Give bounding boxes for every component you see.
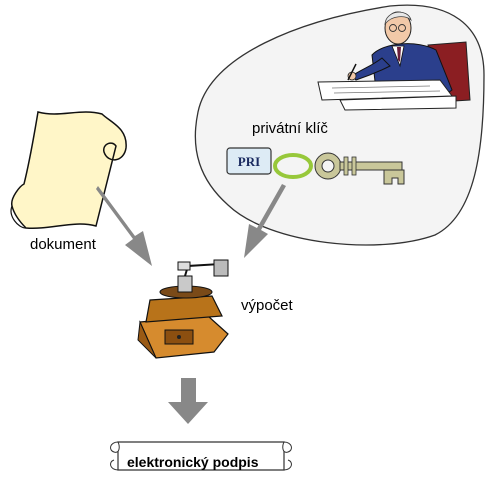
coffee-grinder-icon [137,259,229,359]
businessman-signing-icon [317,11,471,111]
key-tag-label: PRI [238,154,260,169]
computation-label: výpočet [241,297,293,314]
document-label: dokument [30,236,96,253]
scroll-document-icon [10,111,127,230]
key-tag: PRI [226,147,272,175]
thought-bubble [194,4,485,246]
signature-label: elektronický podpis [127,454,259,470]
key-icon [273,152,405,185]
private-key-label: privátní klíč [252,120,328,137]
arrow-down-icon [168,378,208,424]
arrow-document-to-computation [96,186,152,266]
signature-scroll-banner [110,441,292,471]
arrow-key-to-computation [244,184,286,258]
